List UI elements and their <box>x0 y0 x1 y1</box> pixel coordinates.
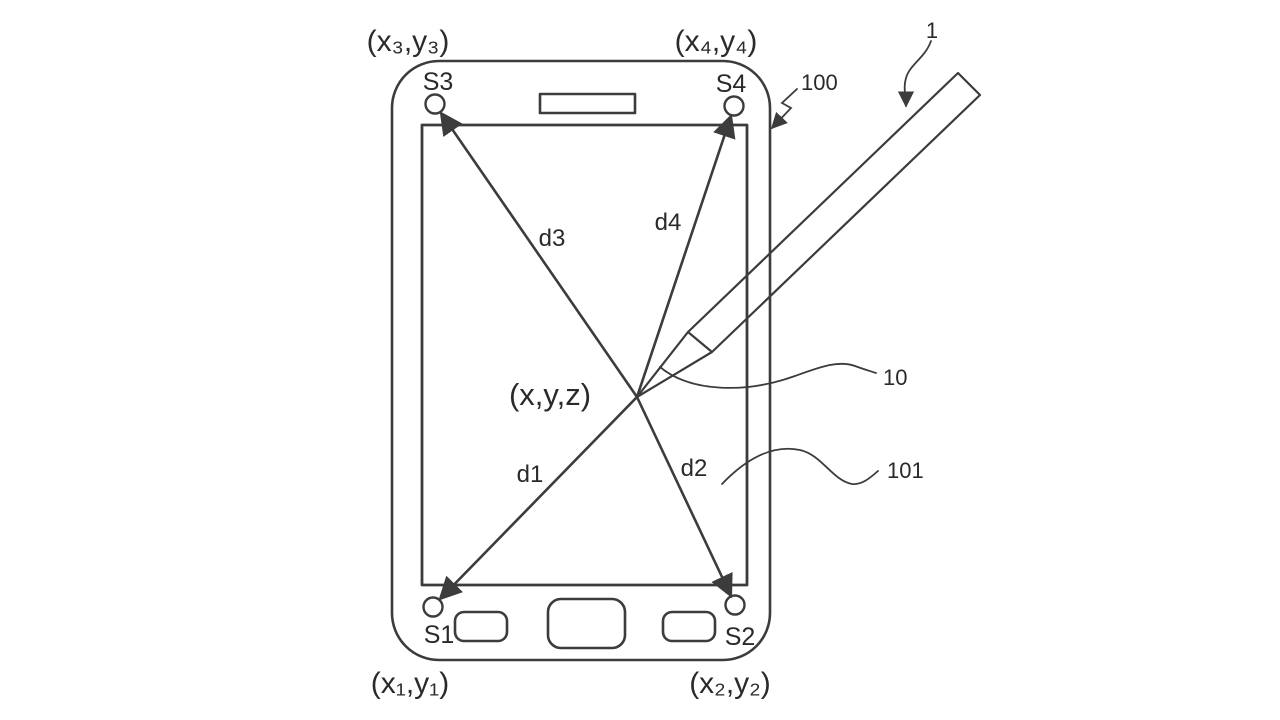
ref-numeral-stylus: 1 <box>926 18 938 43</box>
leader-ref-101 <box>721 447 879 485</box>
back-button <box>661 610 717 643</box>
sensor-s4-label: S4 <box>716 70 747 98</box>
ref-numeral-device: 100 <box>801 70 838 95</box>
sensor-s1-circle <box>422 596 444 618</box>
stylus-body <box>686 71 982 354</box>
home-button <box>546 597 627 650</box>
touch-point-label: (x,y,z) <box>509 377 591 412</box>
leader-ref-100 <box>770 88 798 130</box>
leader-ref-1 <box>897 40 932 108</box>
ref-numeral-pen-tip: 10 <box>883 365 907 390</box>
distance-line-d1 <box>438 396 638 601</box>
distance-line-d2 <box>635 396 733 599</box>
sensor-s4-circle <box>723 95 745 117</box>
distance-label-d4: d4 <box>655 209 682 236</box>
device-body-outline <box>390 59 772 662</box>
sensor-s3-label: S3 <box>423 68 454 96</box>
speaker-slot <box>538 92 637 115</box>
distance-label-d2: d2 <box>681 455 708 482</box>
sensor-s2-circle <box>724 594 746 616</box>
distance-line-d3 <box>439 111 639 398</box>
corner-coord-bottom-right: (x₂,y₂) <box>689 667 771 700</box>
distance-line-d4 <box>635 113 736 398</box>
corner-coord-top-right: (x₄,y₄) <box>675 25 758 58</box>
sensor-s2-label: S2 <box>725 623 756 651</box>
ref-numeral-display: 101 <box>887 458 924 483</box>
sensor-s3-circle <box>424 93 446 115</box>
corner-coord-bottom-left: (x₁,y₁) <box>371 667 450 700</box>
leader-ref-10 <box>659 362 877 389</box>
corner-coord-top-left: (x₃,y₃) <box>367 25 450 58</box>
distance-label-d3: d3 <box>539 225 566 252</box>
menu-button <box>453 610 509 643</box>
distance-label-d1: d1 <box>517 461 544 488</box>
sensor-s1-label: S1 <box>424 621 455 649</box>
display-outline <box>420 123 749 587</box>
stylus-tip-cone <box>635 331 713 399</box>
